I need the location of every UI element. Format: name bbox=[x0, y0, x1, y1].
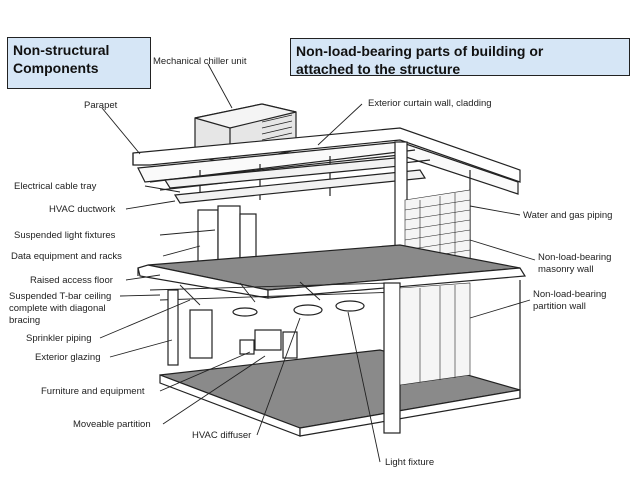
label-light-fixtures: Suspended light fixtures bbox=[14, 230, 116, 241]
partition-wall-shape bbox=[399, 282, 471, 386]
label-ceiling-line2: complete with diagonal bbox=[9, 303, 106, 314]
label-data-equipment: Data equipment and racks bbox=[11, 251, 122, 262]
diagram-labels: Mechanical chiller unit Parapet Exterior… bbox=[9, 56, 612, 468]
label-masonry-line2: masonry wall bbox=[538, 264, 593, 275]
label-ceiling-line3: bracing bbox=[9, 315, 40, 326]
label-sprinkler: Sprinkler piping bbox=[26, 333, 91, 344]
non-structural-components-box: Non-structural Components bbox=[7, 37, 151, 89]
box-right-line2: attached to the structure bbox=[296, 61, 461, 77]
label-cable-tray: Electrical cable tray bbox=[14, 181, 97, 192]
box-left-line1: Non-structural bbox=[13, 42, 110, 58]
label-curtain-wall: Exterior curtain wall, cladding bbox=[368, 98, 492, 109]
label-chiller: Mechanical chiller unit bbox=[153, 56, 247, 67]
lower-columns bbox=[167, 280, 521, 434]
label-access-floor: Raised access floor bbox=[30, 275, 113, 286]
definition-box: Non-load-bearing parts of building or at… bbox=[290, 38, 630, 77]
label-furniture: Furniture and equipment bbox=[41, 386, 145, 397]
label-partition-wall-line1: Non-load-bearing bbox=[533, 289, 606, 300]
label-ceiling-line1: Suspended T-bar ceiling bbox=[9, 291, 111, 302]
label-parapet: Parapet bbox=[84, 100, 118, 111]
label-water-gas: Water and gas piping bbox=[523, 210, 612, 221]
label-masonry-line1: Non-load-bearing bbox=[538, 252, 611, 263]
label-partition: Moveable partition bbox=[73, 419, 151, 430]
label-partition-wall-line2: partition wall bbox=[533, 301, 586, 312]
building-drawing bbox=[132, 103, 527, 437]
label-glazing: Exterior glazing bbox=[35, 352, 100, 363]
furniture-shape bbox=[189, 309, 298, 359]
leader-lines bbox=[99, 63, 536, 463]
box-left-line2: Components bbox=[13, 60, 99, 76]
box-right-line1: Non-load-bearing parts of building or bbox=[296, 43, 544, 59]
label-ductwork: HVAC ductwork bbox=[49, 204, 116, 215]
label-diffuser: HVAC diffuser bbox=[192, 430, 251, 441]
data-racks-shape bbox=[197, 205, 257, 263]
ductwork-shape bbox=[163, 157, 427, 204]
light-fixtures-lower bbox=[232, 300, 365, 317]
label-light-fixture: Light fixture bbox=[385, 457, 434, 468]
lower-ceiling-bracing bbox=[149, 281, 401, 306]
